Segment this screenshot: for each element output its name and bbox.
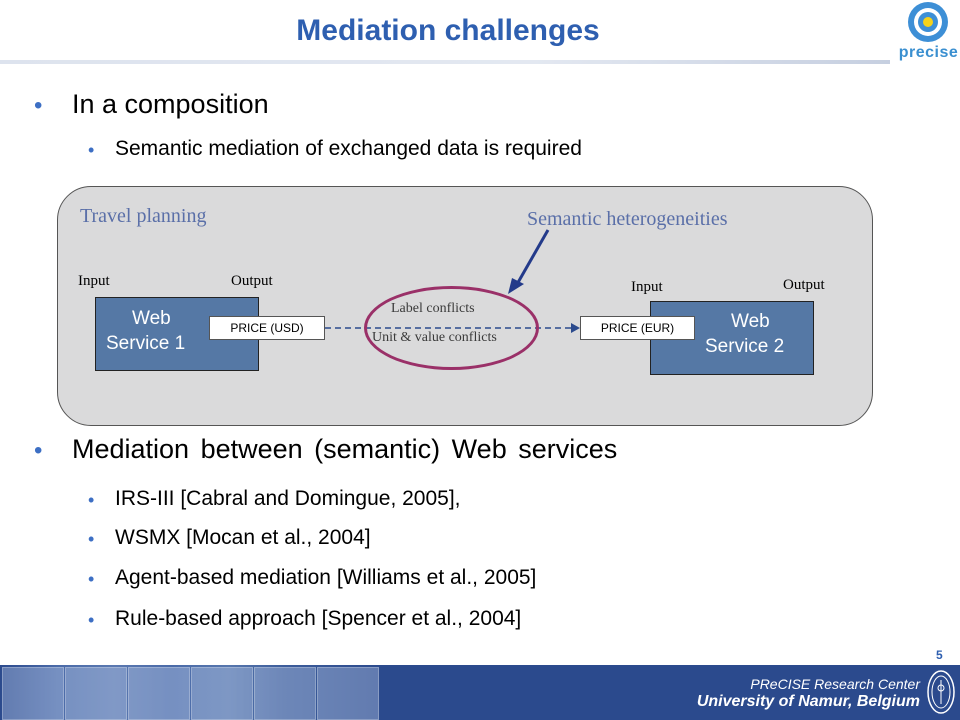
bullet-l2-rule-based: Rule-based approach [Spencer et al., 200… xyxy=(115,607,522,630)
ws2-input-label: Input xyxy=(631,279,663,295)
slide-title: Mediation challenges xyxy=(296,14,600,47)
bullet-l2-irs: IRS-III [Cabral and Domingue, 2005], xyxy=(115,487,461,510)
bullet-l2-semantic-mediation: Semantic mediation of exchanged data is … xyxy=(115,137,582,160)
logo-text: precise xyxy=(898,44,959,61)
unit-value-conflicts-text: Unit & value conflicts xyxy=(372,330,497,345)
ws2-name-line1: Web xyxy=(731,311,770,332)
label-conflicts-text: Label conflicts xyxy=(391,301,475,316)
footer-research-center: PReCISE Research Center xyxy=(750,676,920,692)
footer-photo xyxy=(254,667,316,720)
footer-photo xyxy=(2,667,64,720)
conflicts-ellipse xyxy=(364,286,539,370)
precise-logo: precise xyxy=(897,0,960,72)
footer-photo xyxy=(191,667,253,720)
bullet-l2-agent-based: Agent-based mediation [Williams et al., … xyxy=(115,566,537,589)
bullet-l1-mediation-between: Mediation between (semantic) Web service… xyxy=(72,434,618,464)
ws1-name-line2: Service 1 xyxy=(106,333,186,354)
footer-photo xyxy=(128,667,190,720)
bullet-dot: • xyxy=(88,610,95,630)
bullet-l2-wsmx: WSMX [Mocan et al., 2004] xyxy=(115,526,371,549)
bullet-dot: • xyxy=(34,437,43,464)
price-usd-field: PRICE (USD) xyxy=(209,316,325,340)
ws2-name-line2: Service 2 xyxy=(705,336,785,357)
footer-photo-strip xyxy=(0,665,380,720)
price-eur-field: PRICE (EUR) xyxy=(580,316,695,340)
title-divider xyxy=(0,60,890,64)
bullet-dot: • xyxy=(88,490,95,510)
ws2-output-label: Output xyxy=(783,277,825,293)
ws1-output-label: Output xyxy=(231,273,273,289)
semantic-heterogeneities-label: Semantic heterogeneities xyxy=(527,208,728,230)
ws1-input-label: Input xyxy=(78,273,110,289)
pointer-arrow-icon xyxy=(508,229,550,294)
footer-photo xyxy=(317,667,379,720)
bullet-l1-composition: In a composition xyxy=(72,89,269,119)
panel-label: Travel planning xyxy=(80,205,207,227)
page-number: 5 xyxy=(936,648,943,662)
bullet-dot: • xyxy=(34,92,43,119)
bullet-dot: • xyxy=(88,140,95,160)
ws1-name-line1: Web xyxy=(132,308,171,329)
target-logo-icon xyxy=(908,2,948,42)
bullet-dot: • xyxy=(88,569,95,589)
university-seal-icon xyxy=(927,670,955,714)
bullet-dot: • xyxy=(88,529,95,549)
footer-photo xyxy=(65,667,127,720)
footer-university: University of Namur, Belgium xyxy=(696,693,920,710)
